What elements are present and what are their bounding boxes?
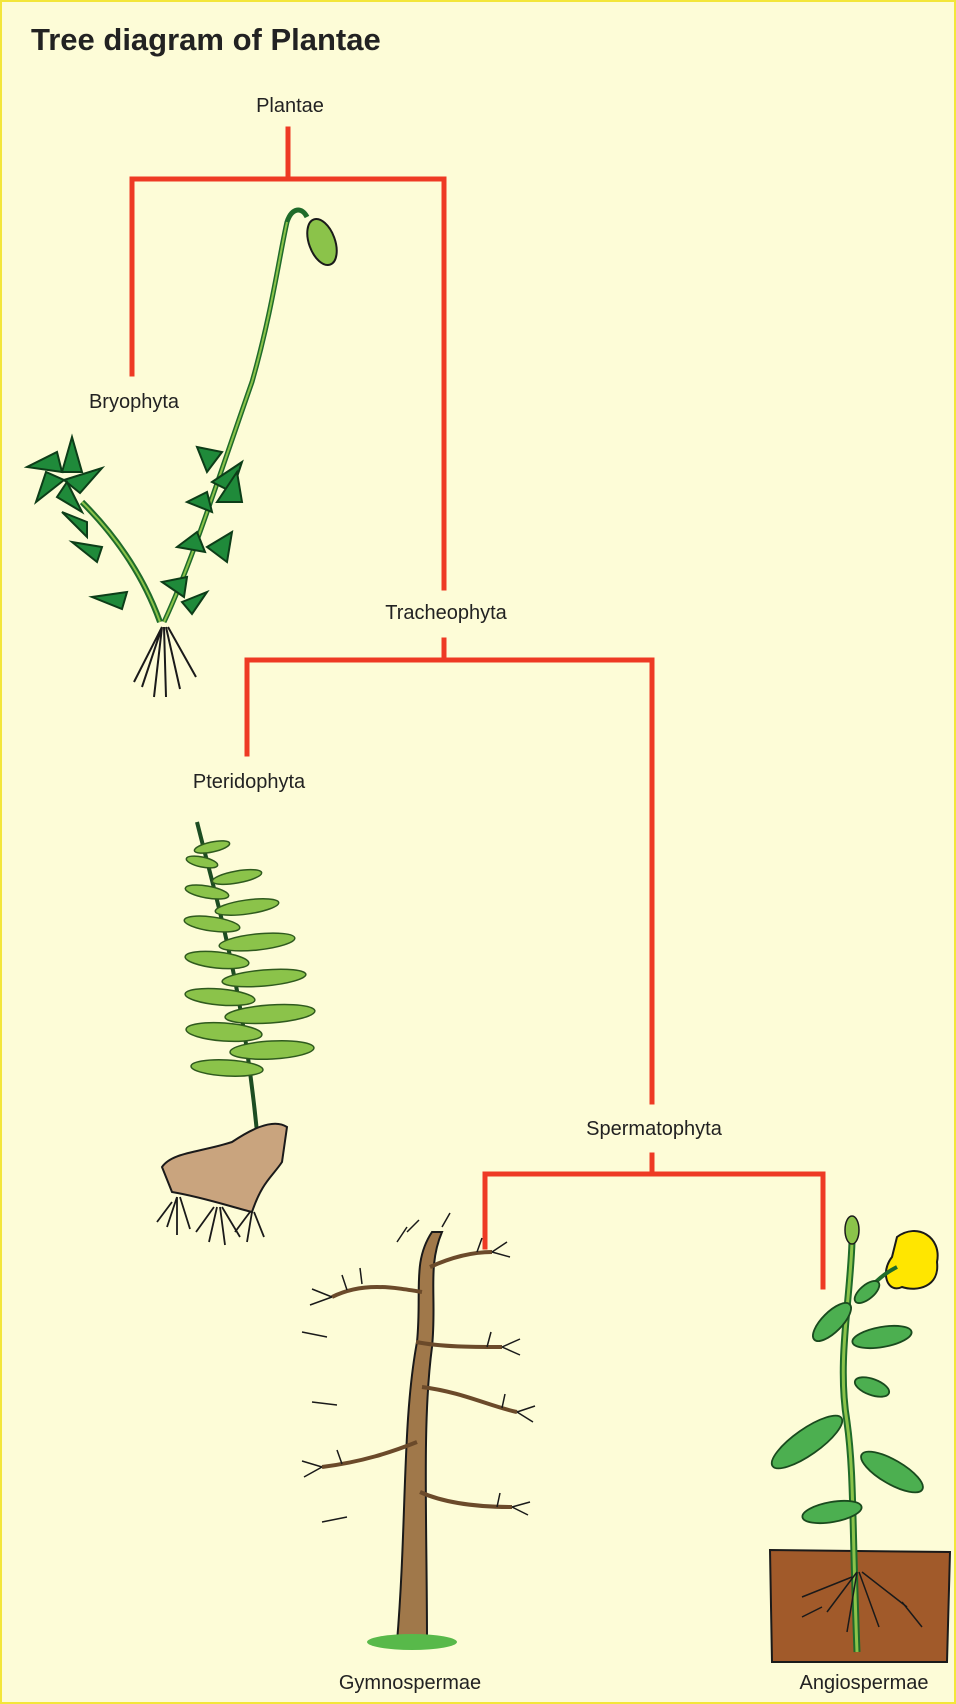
node-bryophyta: Bryophyta: [89, 391, 179, 414]
spermatophyta-branch: [485, 1155, 823, 1287]
node-spermatophyta: Spermatophyta: [586, 1118, 722, 1141]
fern-illustration: [157, 822, 316, 1245]
plantae-branch: [132, 129, 444, 588]
node-angiospermae: Angiospermae: [800, 1672, 929, 1695]
node-plantae: Plantae: [256, 95, 324, 118]
node-tracheophyta: Tracheophyta: [385, 602, 507, 625]
node-gymnospermae: Gymnospermae: [339, 1672, 481, 1695]
branch-lines: [132, 129, 823, 1287]
flowering-plant-illustration: [765, 1216, 950, 1662]
conifer-tree-illustration: [302, 1213, 535, 1650]
node-pteridophyta: Pteridophyta: [193, 771, 305, 794]
tracheophyta-branch: [247, 640, 652, 1102]
moss-illustration: [27, 210, 342, 697]
